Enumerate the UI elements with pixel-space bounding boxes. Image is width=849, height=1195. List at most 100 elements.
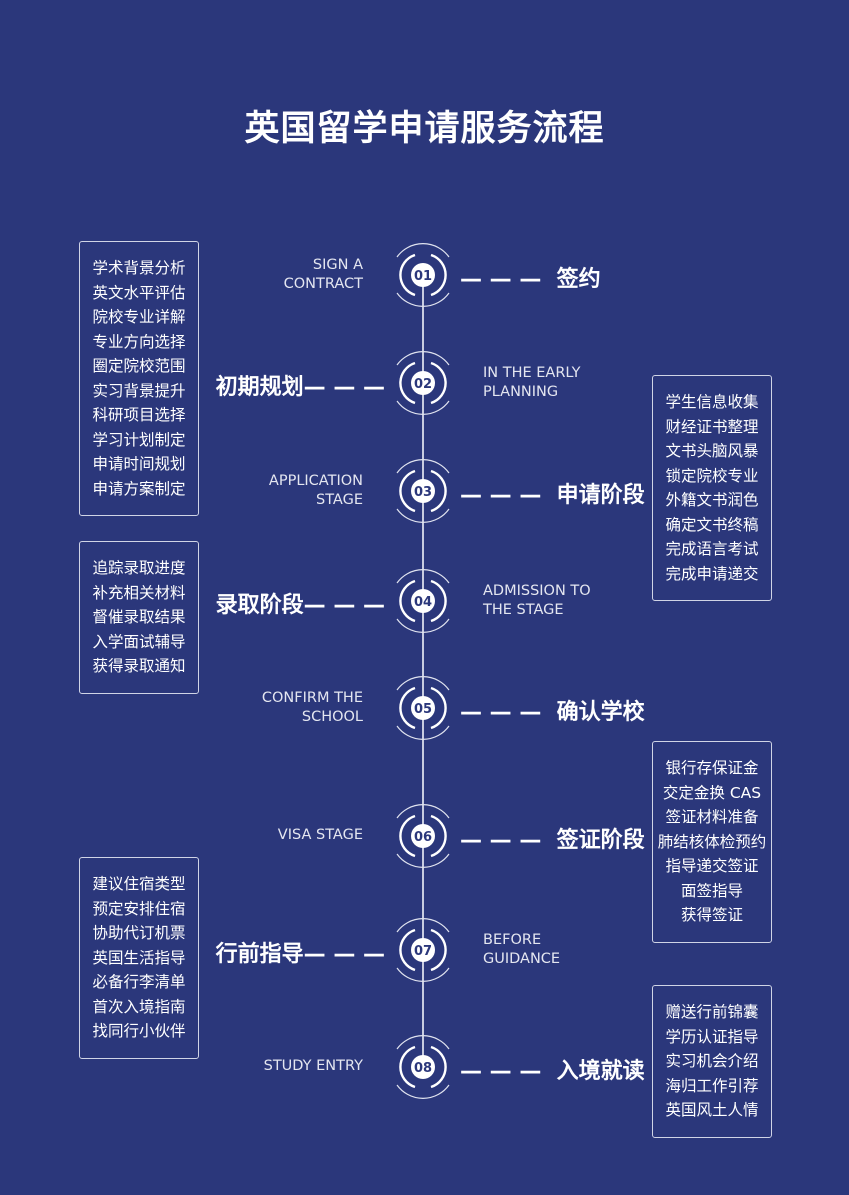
service-item: 获得录取通知 (92, 657, 186, 675)
service-item: 首次入境指南 (92, 997, 186, 1016)
service-item: 完成申请递交 (665, 564, 759, 583)
service-item: 财经证书整理 (665, 417, 759, 436)
service-item: 确定文书终稿 (665, 515, 759, 534)
service-detail-box: 学生信息收集财经证书整理文书头脑风暴锁定院校专业外籍文书润色确定文书终稿完成语言… (652, 375, 772, 601)
english-line: VISA STAGE (277, 827, 363, 843)
service-item: 签证材料准备 (665, 808, 759, 826)
step-title: 签证阶段 (556, 828, 645, 853)
service-item: 圈定院校范围 (92, 357, 186, 375)
step-circle-icon: 06 (396, 804, 450, 868)
dashed-connector: — — — (460, 700, 542, 725)
step-chinese-title: — — — 签证阶段 (460, 822, 645, 854)
step-circle-icon: 05 (396, 676, 450, 740)
step-chinese-title: — — — 签约 (460, 261, 601, 293)
service-item: 海归工作引荐 (665, 1076, 759, 1095)
service-item: 院校专业详解 (92, 308, 186, 326)
step-english-label: STUDY ENTRY (163, 1057, 363, 1076)
service-item: 找同行小伙伴 (92, 1022, 186, 1040)
step-chinese-title: — — — 确认学校 (460, 694, 645, 726)
service-item: 实习机会介绍 (665, 1052, 759, 1070)
service-item: 银行存保证金 (665, 759, 759, 777)
english-line: ADMISSION TO (483, 583, 591, 599)
step-chinese-title: 初期规划— — — (216, 369, 385, 401)
service-item: 学术背景分析 (92, 259, 186, 277)
service-item: 完成语言考试 (665, 540, 759, 558)
dashed-connector: — — — (303, 942, 385, 967)
service-item: 追踪录取进度 (92, 559, 186, 577)
service-item: 面签指导 (680, 881, 743, 900)
step-english-label: SIGN A CONTRACT (163, 256, 363, 294)
step-number: 03 (414, 485, 432, 500)
english-line: CONFIRM THE (261, 690, 363, 706)
step-chinese-title: — — — 申请阶段 (460, 477, 645, 509)
step-node-06: 06 (383, 796, 463, 876)
service-item: 学习计划制定 (92, 430, 186, 449)
service-item: 赠送行前锦囊 (665, 1003, 759, 1021)
english-line: STAGE (316, 492, 363, 508)
step-number: 05 (414, 702, 432, 717)
english-line: STUDY ENTRY (263, 1058, 363, 1074)
dashed-connector: — — — (460, 1059, 542, 1084)
english-line: GUIDANCE (483, 951, 561, 967)
service-item: 建议住宿类型 (92, 875, 186, 893)
step-circle-icon: 07 (396, 918, 450, 982)
step-node-01: 01 (383, 235, 463, 315)
english-line: APPLICATION (268, 473, 363, 489)
service-item: 预定安排住宿 (92, 899, 186, 918)
service-item: 英国生活指导 (92, 948, 186, 967)
service-item: 锁定院校专业 (665, 466, 759, 485)
service-item: 交定金换 CAS (662, 783, 762, 802)
english-line: SIGN A (312, 257, 363, 273)
english-line: CONTRACT (283, 276, 363, 292)
service-item: 科研项目选择 (92, 406, 186, 424)
service-item: 肺结核体检预约 (657, 832, 767, 851)
step-title: 确认学校 (556, 700, 645, 725)
step-english-label: ADMISSION TO THE STAGE (483, 582, 683, 620)
service-item: 补充相关材料 (92, 583, 186, 602)
step-number: 07 (414, 944, 432, 959)
step-node-03: 03 (383, 451, 463, 531)
service-item: 申请方案制定 (92, 479, 186, 498)
step-english-label: BEFORE GUIDANCE (483, 931, 683, 969)
service-detail-box: 学术背景分析英文水平评估院校专业详解专业方向选择圈定院校范围实习背景提升科研项目… (79, 241, 199, 516)
english-line: IN THE EARLY (483, 365, 581, 381)
service-detail-box: 追踪录取进度补充相关材料督催录取结果入学面试辅导获得录取通知 (79, 541, 199, 694)
step-circle-icon: 04 (396, 569, 450, 633)
service-item: 专业方向选择 (92, 332, 186, 351)
step-chinese-title: 行前指导— — — (216, 936, 385, 968)
service-item: 入学面试辅导 (92, 632, 186, 651)
service-detail-box: 建议住宿类型预定安排住宿协助代订机票英国生活指导必备行李清单首次入境指南找同行小… (79, 857, 199, 1059)
english-line: THE STAGE (483, 602, 564, 618)
step-english-label: VISA STAGE (163, 826, 363, 845)
step-circle-icon: 08 (396, 1035, 450, 1099)
service-item: 指导递交签证 (665, 857, 759, 875)
service-item: 实习背景提升 (92, 381, 186, 400)
step-node-04: 04 (383, 561, 463, 641)
service-detail-box: 赠送行前锦囊学历认证指导实习机会介绍海归工作引荐英国风土人情 (652, 985, 772, 1138)
step-chinese-title: 录取阶段— — — (216, 587, 385, 619)
dashed-connector: — — — (460, 828, 542, 853)
step-number: 04 (414, 595, 432, 610)
english-line: BEFORE (483, 932, 542, 948)
service-item: 督催录取结果 (92, 608, 186, 626)
dashed-connector: — — — (303, 593, 385, 618)
step-node-07: 07 (383, 910, 463, 990)
service-item: 英国风土人情 (665, 1101, 759, 1119)
dashed-connector: — — — (460, 483, 542, 508)
step-title: 录取阶段 (215, 593, 304, 618)
page-title: 英国留学申请服务流程 (244, 109, 605, 149)
step-number: 01 (414, 269, 432, 284)
service-item: 文书头脑风暴 (665, 442, 759, 460)
step-circle-icon: 01 (396, 243, 450, 307)
service-item: 学生信息收集 (665, 393, 759, 411)
step-title: 签约 (556, 267, 601, 292)
step-chinese-title: — — — 入境就读 (460, 1053, 645, 1085)
step-node-05: 05 (383, 668, 463, 748)
step-number: 08 (414, 1061, 432, 1076)
step-circle-icon: 03 (396, 459, 450, 523)
step-title: 申请阶段 (556, 483, 645, 508)
dashed-connector: — — — (303, 375, 385, 400)
